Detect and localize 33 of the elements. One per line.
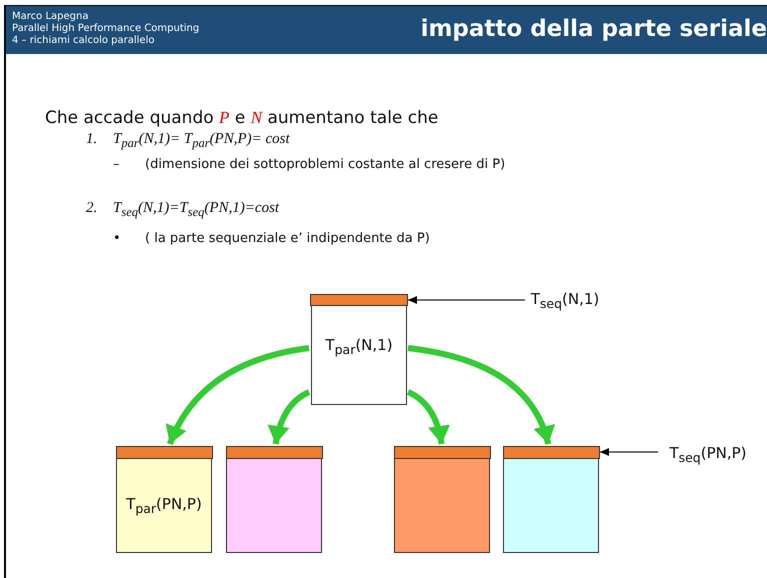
sequential-bar	[503, 446, 600, 459]
chapter-name: 4 – richiami calcolo parallelo	[12, 35, 154, 47]
author-name: Marco Lapegna	[12, 11, 88, 23]
process-block	[394, 458, 490, 553]
time-text: T$_{seq}$(PN,P)	[669, 444, 747, 464]
sequential-bar	[226, 446, 323, 459]
curved-arrow	[268, 389, 310, 445]
note-text: ( la parte sequenziale e’ indipendente da P)	[145, 231, 430, 246]
note-text: (dimensione dei sottoproblemi costante al cresere di P)	[145, 157, 506, 172]
block-label: T$_{par}$(N,1)	[325, 336, 393, 357]
slide-title: impatto della parte seriale	[420, 16, 767, 42]
list-number: 1.	[86, 131, 98, 148]
process-block	[503, 458, 599, 553]
time-text: T$_{seq}$(N,1)	[530, 290, 600, 310]
list-dash: –	[113, 157, 120, 172]
course-name: Parallel High Performance Computing	[12, 23, 200, 35]
block-label: T$_{par}$(PN,P)	[126, 495, 202, 516]
process-block	[116, 458, 212, 553]
list-number: 2.	[86, 200, 98, 217]
sequential-bar	[116, 446, 213, 459]
leader-line	[600, 448, 658, 456]
list-bullet: •	[113, 231, 121, 246]
sequential-bar	[310, 294, 408, 306]
leader-line	[408, 296, 526, 304]
process-block	[226, 458, 322, 553]
process-block	[311, 305, 407, 405]
curved-arrow	[166, 345, 310, 446]
sequential-bar	[394, 446, 491, 459]
curved-arrow	[408, 345, 554, 445]
formula: T$_{par}$(N,1)= T$_{par}$(PN,P)= cost	[113, 131, 290, 151]
intro-text: Che accade quando P e N aumentano tale che	[45, 108, 438, 128]
curved-arrow	[406, 389, 450, 444]
formula: T$_{seq}$(N,1)=T$_{seq}$(PN,1)=cost	[113, 200, 280, 220]
